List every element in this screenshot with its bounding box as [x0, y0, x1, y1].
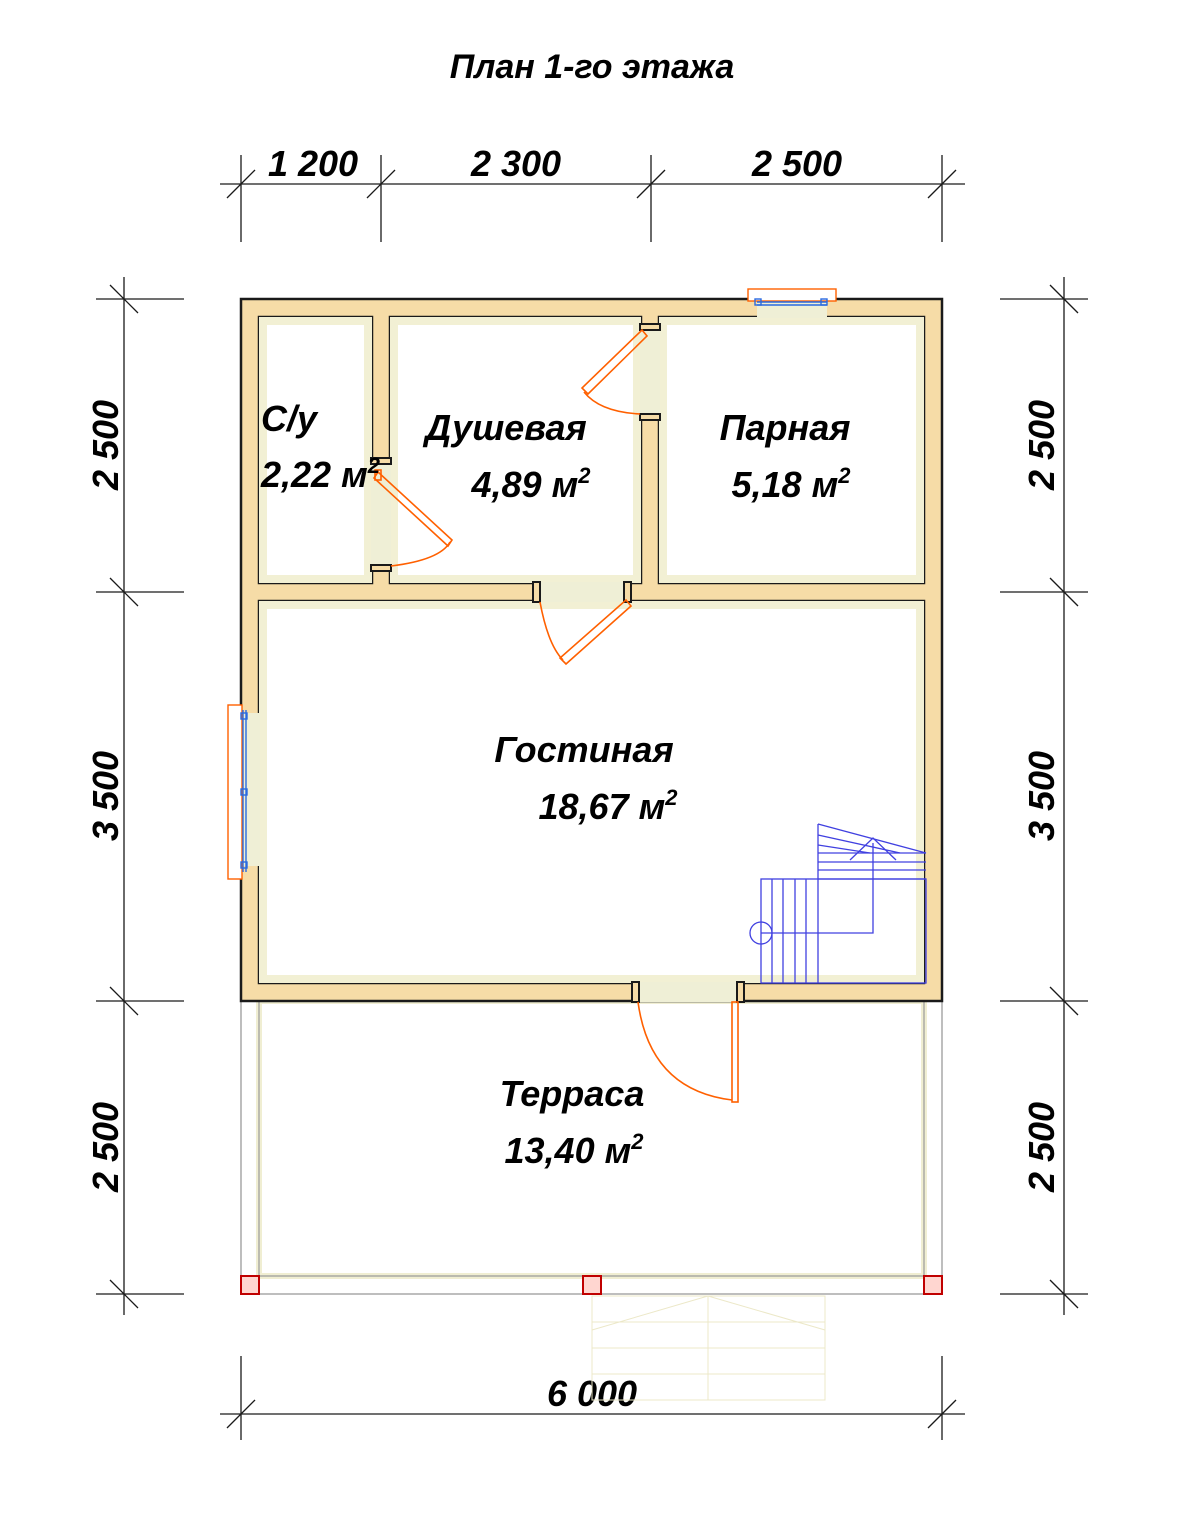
room-steam-area: 5,18 м [732, 464, 839, 505]
dim-right-3: 2 500 [1021, 1102, 1062, 1193]
room-terrace-area: 13,40 м [505, 1130, 632, 1171]
staircase [749, 823, 927, 984]
room-living-area: 18,67 м [539, 786, 666, 827]
dim-right-1: 2 500 [1021, 400, 1062, 491]
room-shower: Душевая 4,89 м2 [422, 407, 591, 505]
dim-left-1: 2 500 [85, 400, 126, 491]
terrace-structure [240, 998, 943, 1401]
room-living: Гостиная 18,67 м2 [494, 729, 678, 827]
terrace-post-right [923, 1275, 943, 1295]
terrace-post-left [240, 1275, 260, 1295]
svg-text:13,40 м2: 13,40 м2 [505, 1129, 645, 1171]
dim-left-3: 2 500 [85, 1102, 126, 1193]
room-shower-area: 4,89 м [471, 464, 579, 505]
top-dimension-chain: 1 200 2 300 2 500 [220, 143, 965, 242]
room-steam-area-sup: 2 [837, 463, 851, 488]
room-living-name: Гостиная [494, 729, 673, 770]
terrace-post-middle [582, 1275, 602, 1295]
walls [239, 297, 944, 1003]
door-living-shower [539, 598, 633, 666]
window-living [227, 704, 248, 880]
dim-top-1: 1 200 [268, 143, 358, 184]
room-wc-area-sup: 2 [367, 453, 381, 478]
right-dimension-chain: 2 500 3 500 2 500 [1000, 277, 1088, 1315]
room-wc-name: С/у [261, 398, 319, 439]
room-shower-name: Душевая [422, 407, 586, 448]
windows [227, 288, 837, 880]
doors [372, 328, 739, 1103]
dim-top-2: 2 300 [470, 143, 561, 184]
door-living-terrace [637, 1001, 739, 1103]
plan-title: План 1-го этажа [450, 48, 735, 86]
room-wc: С/у 2,22 м2 [260, 398, 381, 495]
room-steam-name: Парная [720, 407, 851, 448]
window-steam [747, 288, 837, 306]
dim-left-2: 3 500 [85, 751, 126, 841]
left-dimension-chain: 2 500 3 500 2 500 [85, 277, 184, 1315]
openings [240, 298, 827, 1003]
dim-right-2: 3 500 [1021, 751, 1062, 841]
room-steam: Парная 5,18 м2 [720, 407, 852, 505]
room-shower-area-sup: 2 [577, 463, 591, 488]
door-shower-steam [580, 328, 649, 415]
room-terrace-area-sup: 2 [630, 1129, 644, 1154]
room-wc-area: 2,22 м [260, 454, 368, 495]
door-wc [372, 469, 454, 567]
room-living-area-sup: 2 [664, 785, 678, 810]
dim-top-3: 2 500 [751, 143, 842, 184]
svg-text:4,89 м2: 4,89 м2 [471, 463, 592, 505]
room-terrace-name: Терраса [500, 1073, 645, 1114]
svg-text:2,22 м2: 2,22 м2 [260, 453, 381, 495]
svg-text:18,67 м2: 18,67 м2 [539, 785, 679, 827]
room-terrace: Терраса 13,40 м2 [500, 1073, 645, 1171]
svg-text:5,18 м2: 5,18 м2 [732, 463, 852, 505]
